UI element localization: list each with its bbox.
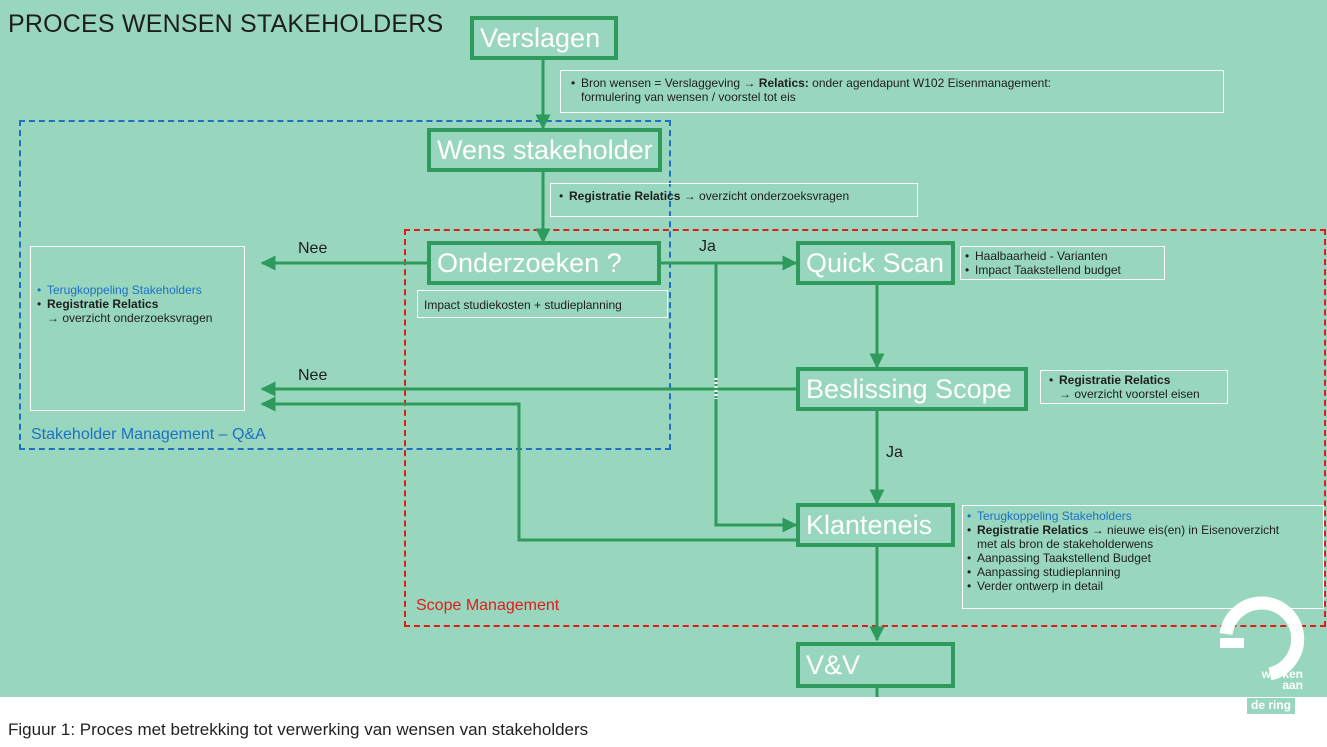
note-onderzoeken: Impact studiekosten + studieplanning: [417, 290, 668, 318]
edge-ja-branch-klanteneis: [714, 263, 798, 533]
note-stakeholder: Terugkoppeling Stakeholders Registratie …: [30, 246, 245, 411]
note-verslagen-item: Bron wensen = Verslaggeving → Relatics: …: [567, 76, 1217, 104]
note-klanteneis-item4: Aanpassing studieplanning: [963, 565, 1323, 579]
werken-aan-de-ring-logo: werken aan: [1200, 588, 1310, 697]
note-quickscan-item1: Haalbaarheid - Varianten: [961, 249, 1164, 263]
note-verslagen: Bron wensen = Verslaggeving → Relatics: …: [560, 70, 1224, 113]
note-wens-item: Registratie Relatics → overzicht onderzo…: [555, 189, 913, 203]
note-wens: Registratie Relatics → overzicht onderzo…: [550, 183, 918, 217]
note-beslissing: Registratie Relatics→ overzicht voorstel…: [1040, 370, 1228, 404]
edge-label-nee-beslissing: Nee: [298, 367, 328, 384]
node-beslissing-scope: Beslissing Scope: [796, 367, 1028, 411]
node-wens-stakeholder: Wens stakeholder: [427, 128, 662, 172]
connectors-layer: [260, 58, 885, 697]
note-klanteneis: Terugkoppeling Stakeholders Registratie …: [962, 505, 1324, 609]
note-quickscan-item2: Impact Taakstellend budget: [961, 263, 1164, 277]
diagram-title: PROCES WENSEN STAKEHOLDERS: [8, 10, 444, 38]
scope-management-zone: [404, 229, 1326, 627]
note-klanteneis-item3: Aanpassing Taakstellend Budget: [963, 551, 1323, 565]
ring-logo-icon: werken aan: [1219, 596, 1305, 692]
note-quickscan: Haalbaarheid - Varianten Impact Taakstel…: [960, 246, 1165, 280]
stakeholder-zone-label: Stakeholder Management – Q&A: [31, 426, 266, 443]
edge-label-nee-onderzoeken: Nee: [298, 240, 328, 257]
note-klanteneis-item5: Verder ontwerp in detail: [963, 579, 1323, 593]
note-klanteneis-item2: Registratie Relatics → nieuwe eis(en) in…: [963, 523, 1323, 551]
node-klanteneis: Klanteneis: [796, 503, 955, 547]
node-onderzoeken: Onderzoeken ?: [427, 241, 661, 285]
node-quick-scan: Quick Scan: [796, 241, 955, 285]
edge-label-ja-beslissing: Ja: [886, 444, 903, 461]
figure-caption-text: Figuur 1: Proces met betrekking tot verw…: [8, 720, 589, 739]
note-beslissing-item: Registratie Relatics→ overzicht voorstel…: [1045, 373, 1223, 401]
figure-caption: Figuur 1: Proces met betrekking tot verw…: [0, 697, 1205, 747]
diagram-canvas: PROCES WENSEN STAKEHOLDERS Stakeholder M…: [0, 0, 1327, 697]
scope-zone-label: Scope Management: [416, 597, 560, 614]
note-stakeholder-item2: Registratie Relatics→ overzicht onderzoe…: [33, 297, 242, 325]
edge-klanteneis-stakeholder: [260, 396, 797, 542]
stakeholder-management-zone: [19, 120, 671, 450]
logo-text-line2: aan: [1282, 678, 1303, 692]
logo-text-line1: werken: [1261, 667, 1303, 681]
node-vv: V&V: [796, 642, 955, 688]
note-klanteneis-item1: Terugkoppeling Stakeholders: [963, 509, 1323, 523]
logo-text-line3: de ring: [1247, 698, 1296, 714]
node-verslagen: Verslagen: [470, 16, 618, 60]
note-stakeholder-item1: Terugkoppeling Stakeholders: [33, 283, 242, 297]
edge-label-ja-onderzoeken: Ja: [699, 238, 716, 255]
